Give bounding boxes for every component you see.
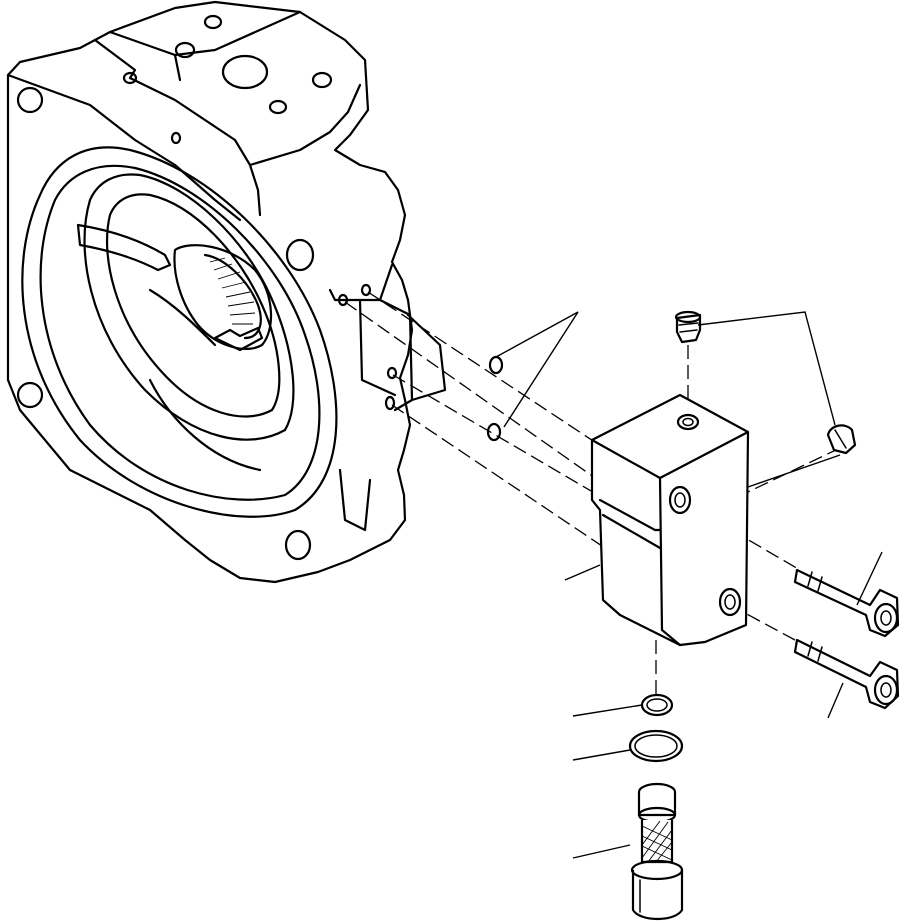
leader-lines [495,311,883,859]
valve-block [590,393,750,647]
plug-side [826,424,857,455]
o-ring-lower [486,422,502,442]
o-ring-small [640,693,674,717]
pump-housing [6,0,447,584]
o-ring-large [628,729,684,763]
bolt-upper [793,568,900,638]
plug-top [674,310,702,344]
bolt-lower [793,638,900,710]
strainer-filter [630,782,684,921]
o-ring-upper [488,355,504,375]
spline-hatch [209,257,256,325]
